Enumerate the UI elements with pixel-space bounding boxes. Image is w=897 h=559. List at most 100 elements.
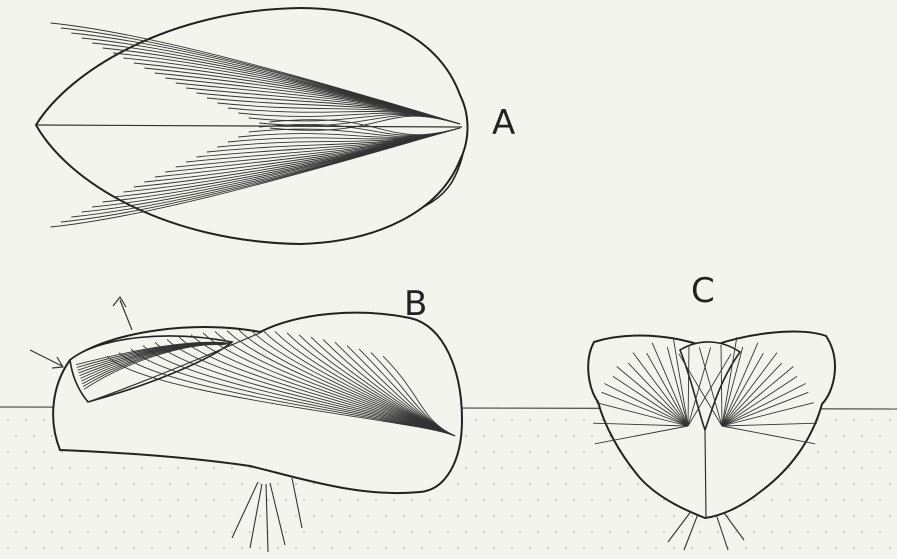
sediment-dot	[25, 547, 26, 548]
sediment-dot	[115, 515, 116, 516]
sediment-dot	[555, 467, 556, 468]
sediment-dot	[213, 467, 214, 468]
sediment-dot	[195, 531, 196, 532]
sediment-dot	[835, 451, 836, 452]
sediment-dot	[501, 531, 502, 532]
sediment-dot	[231, 499, 232, 500]
sediment-dot	[169, 483, 170, 484]
sediment-dot	[421, 515, 422, 516]
sediment-dot	[645, 531, 646, 532]
sediment-dot	[637, 483, 638, 484]
sediment-dot	[627, 531, 628, 532]
sediment-dot	[475, 547, 476, 548]
sediment-dot	[673, 547, 674, 548]
sediment-dot	[889, 547, 890, 548]
sediment-dot	[565, 451, 566, 452]
sediment-dot	[61, 451, 62, 452]
sediment-dot	[267, 499, 268, 500]
sediment-dot	[69, 531, 70, 532]
sediment-dot	[61, 483, 62, 484]
sediment-dot	[529, 419, 530, 420]
sediment-dot	[843, 531, 844, 532]
sediment-dot	[15, 435, 16, 436]
sediment-dot	[97, 547, 98, 548]
sediment-dot	[511, 547, 512, 548]
sediment-dot	[609, 467, 610, 468]
sediment-dot	[753, 531, 754, 532]
sediment-dot	[223, 483, 224, 484]
sediment-dot	[105, 531, 106, 532]
sediment-dot	[349, 515, 350, 516]
sediment-dot	[25, 483, 26, 484]
sediment-dot	[871, 515, 872, 516]
sediment-dot	[241, 547, 242, 548]
sediment-dot	[51, 435, 52, 436]
sediment-dot	[439, 547, 440, 548]
sediment-dot	[781, 483, 782, 484]
sediment-dot	[601, 419, 602, 420]
sediment-dot	[123, 467, 124, 468]
sediment-dot	[195, 499, 196, 500]
sediment-dot	[835, 547, 836, 548]
sediment-dot	[205, 483, 206, 484]
sediment-dot	[843, 499, 844, 500]
sediment-dot	[717, 531, 718, 532]
sediment-dot	[843, 435, 844, 436]
sediment-dot	[465, 531, 466, 532]
sediment-dot	[303, 499, 304, 500]
sediment-dot	[367, 547, 368, 548]
sediment-dot	[465, 499, 466, 500]
sediment-dot	[817, 515, 818, 516]
sediment-dot	[133, 515, 134, 516]
sediment-dot	[151, 515, 152, 516]
sediment-dot	[141, 531, 142, 532]
sediment-dot	[879, 531, 880, 532]
sediment-dot	[781, 547, 782, 548]
sediment-dot	[241, 483, 242, 484]
sediment-dot	[465, 467, 466, 468]
sediment-dot	[789, 467, 790, 468]
sediment-dot	[681, 531, 682, 532]
sediment-dot	[871, 451, 872, 452]
sediment-dot	[565, 483, 566, 484]
sediment-dot	[547, 547, 548, 548]
sediment-dot	[853, 515, 854, 516]
sediment-dot	[295, 483, 296, 484]
sediment-dot	[529, 451, 530, 452]
sediment-dot	[259, 483, 260, 484]
sediment-dot	[547, 515, 548, 516]
sediment-dot	[493, 483, 494, 484]
sediment-dot	[637, 515, 638, 516]
sediment-dot	[457, 483, 458, 484]
sediment-dot	[385, 515, 386, 516]
sediment-dot	[375, 531, 376, 532]
sediment-dot	[871, 483, 872, 484]
sediment-dot	[15, 499, 16, 500]
sediment-dot	[879, 435, 880, 436]
sediment-dot	[879, 499, 880, 500]
sediment-dot	[43, 547, 44, 548]
sediment-dot	[735, 531, 736, 532]
sediment-dot	[799, 547, 800, 548]
panel-label-a: A	[492, 106, 515, 140]
siphon-line	[232, 482, 258, 538]
sediment-dot	[781, 515, 782, 516]
sediment-dot	[105, 499, 106, 500]
sediment-dot	[223, 515, 224, 516]
sediment-dot	[187, 483, 188, 484]
sediment-dot	[457, 547, 458, 548]
sediment-dot	[429, 531, 430, 532]
sediment-dot	[727, 515, 728, 516]
sediment-dot	[115, 483, 116, 484]
sediment-dot	[159, 499, 160, 500]
sediment-dot	[339, 531, 340, 532]
shell-frontal-view	[588, 332, 835, 550]
sediment-dot	[331, 515, 332, 516]
sediment-dot	[511, 515, 512, 516]
sediment-dot	[277, 547, 278, 548]
sediment-dot	[439, 515, 440, 516]
sediment-dot	[187, 547, 188, 548]
sediment-dot	[249, 467, 250, 468]
sediment-dot	[357, 531, 358, 532]
sediment-dot	[87, 531, 88, 532]
